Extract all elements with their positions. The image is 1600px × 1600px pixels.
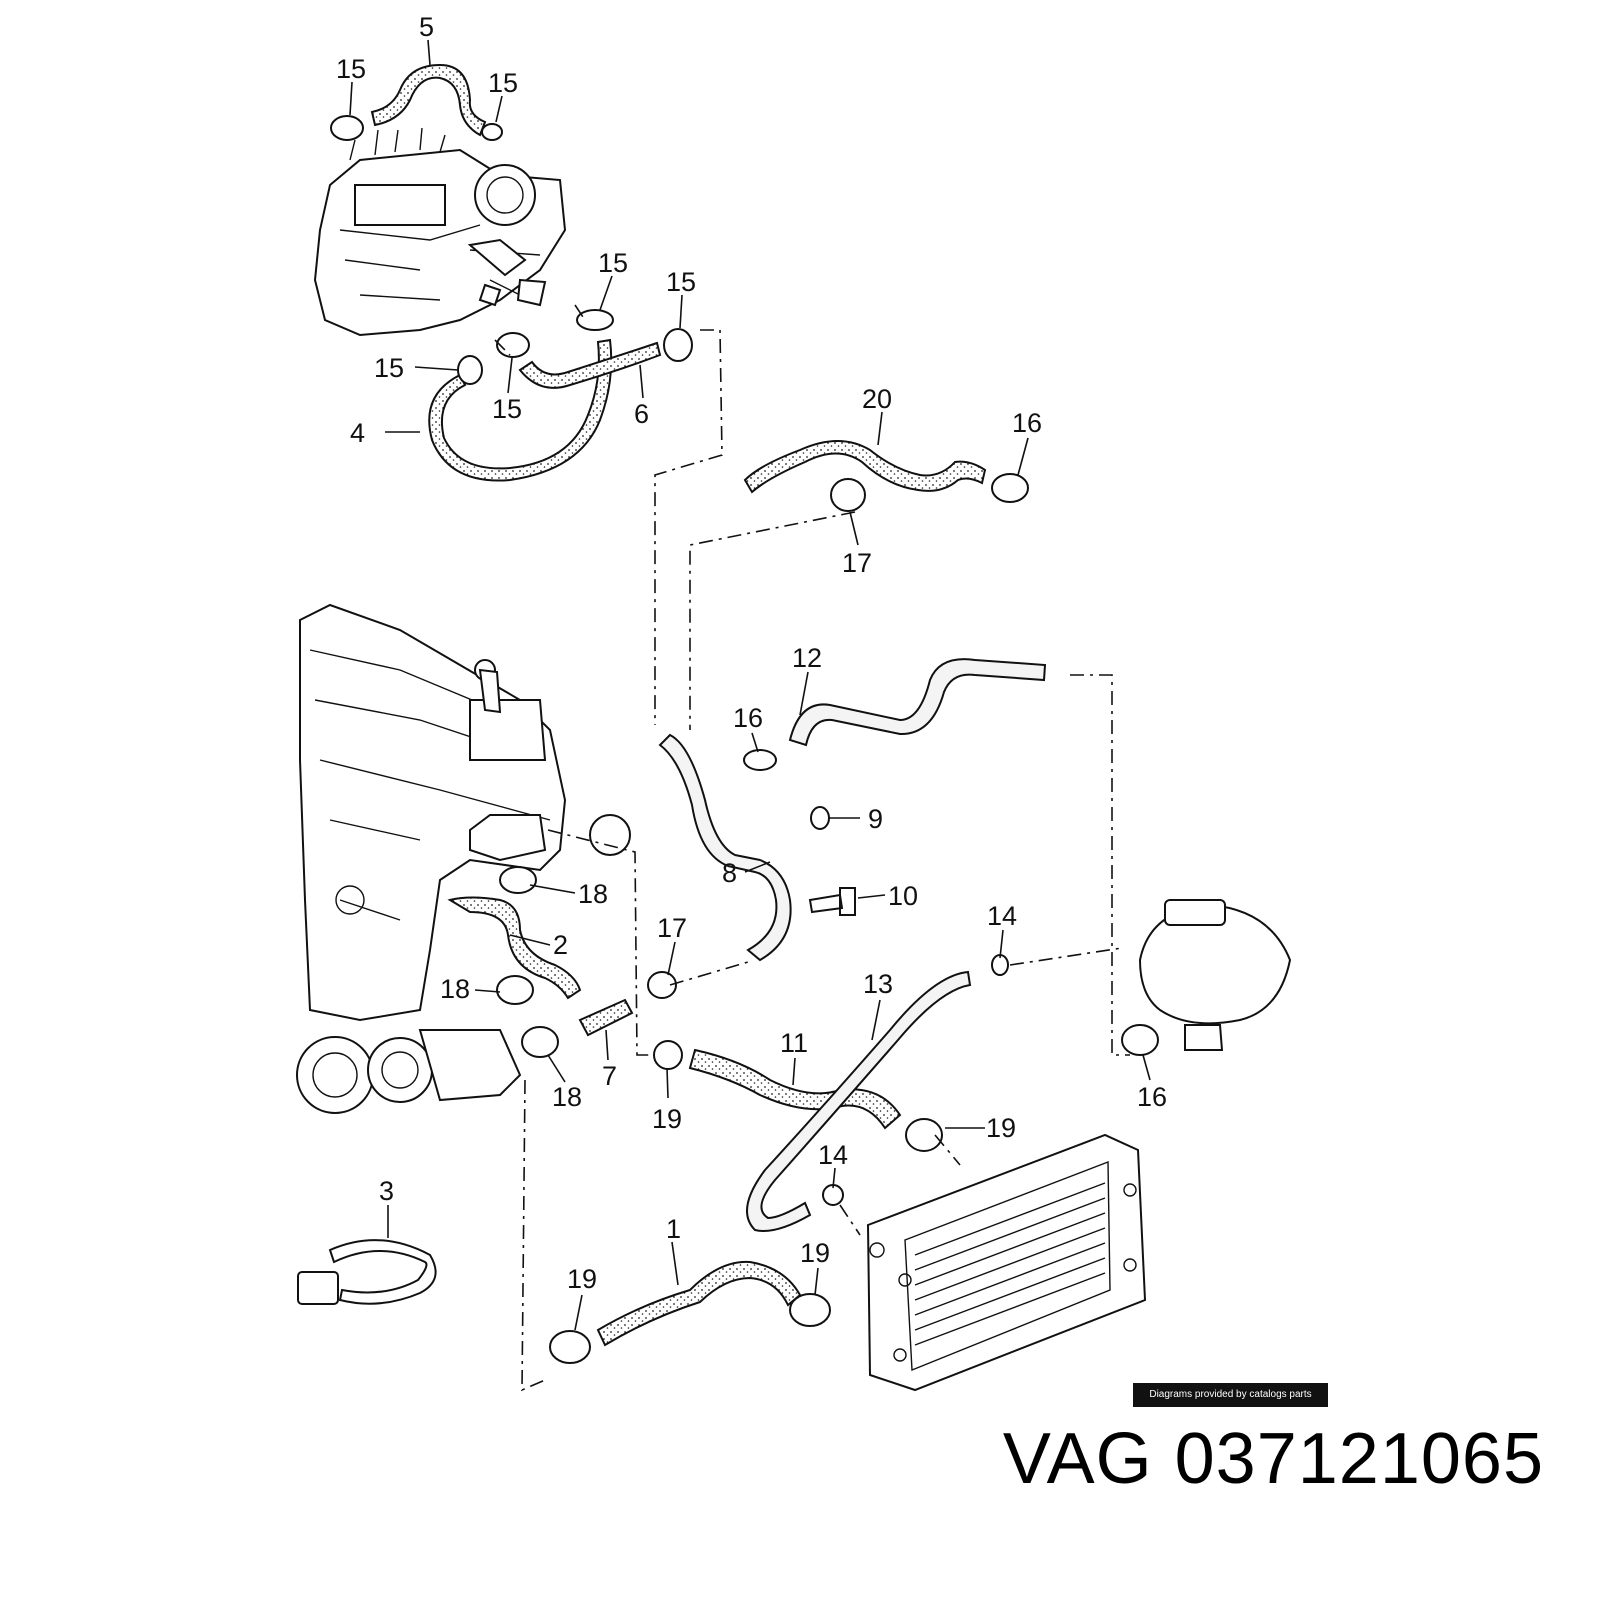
dashed-connectors: [494, 304, 1130, 1392]
callout-labels: 5 15 15 15 15 15 15 4 6 20 16 17 12 16 9…: [336, 12, 1167, 1294]
callout-18: 18: [440, 974, 470, 1004]
callout-19: 19: [652, 1104, 682, 1134]
engine-block: [296, 603, 567, 1114]
callout-4: 4: [350, 418, 365, 448]
callout-2: 2: [553, 930, 568, 960]
diagram-credit-label: Diagrams provided by catalogs parts: [1133, 1383, 1328, 1407]
bolt-10: [808, 887, 856, 916]
hose-11: [688, 1048, 902, 1130]
callout-11: 11: [780, 1028, 808, 1058]
callout-12: 12: [792, 643, 822, 673]
clamp-3: [297, 1239, 437, 1305]
coolant-flange-fitting: [469, 814, 547, 862]
hose-2: [447, 896, 582, 1000]
callout-15: 15: [492, 394, 522, 424]
hose-4: [428, 338, 613, 482]
callout-16: 16: [1137, 1082, 1167, 1112]
leader-lines: [349, 39, 1151, 1331]
callout-15: 15: [598, 248, 628, 278]
callout-7: 7: [602, 1061, 617, 1091]
callout-18: 18: [552, 1082, 582, 1112]
clamp-15-group: [330, 115, 693, 385]
callout-9: 9: [868, 804, 883, 834]
callout-16: 16: [733, 703, 763, 733]
callout-20: 20: [862, 384, 892, 414]
callout-15: 15: [336, 54, 366, 84]
callout-17: 17: [657, 913, 687, 943]
callout-13: 13: [863, 969, 893, 999]
callout-15: 15: [666, 267, 696, 297]
hose-1: [596, 1260, 802, 1347]
part-title: VAG 037121065: [1003, 1418, 1544, 1500]
hose-12: [788, 658, 1047, 747]
brand-name: VAG: [1002, 1419, 1153, 1499]
thermostat-housing: [589, 814, 631, 856]
part-number: 037121065: [1174, 1419, 1544, 1499]
callout-15: 15: [374, 353, 404, 383]
expansion-tank: [1138, 899, 1292, 1051]
callout-8: 8: [722, 858, 737, 888]
callout-15: 15: [488, 68, 518, 98]
callout-3: 3: [379, 1176, 394, 1206]
carburetor-assembly: [313, 127, 567, 337]
clamp-16-top: [991, 473, 1029, 503]
hose-6: [518, 341, 662, 389]
callout-19: 19: [986, 1113, 1016, 1143]
callout-10: 10: [888, 881, 918, 911]
hose-8: [658, 733, 792, 962]
hose-7: [578, 998, 634, 1037]
callout-19: 19: [800, 1238, 830, 1268]
callout-14: 14: [818, 1140, 848, 1170]
callout-6: 6: [634, 399, 649, 429]
screw-9: [810, 806, 830, 830]
callout-19: 19: [567, 1264, 597, 1294]
clamp-17-top: [830, 478, 866, 512]
callout-16: 16: [1012, 408, 1042, 438]
hose-20: [743, 440, 987, 494]
callout-1: 1: [666, 1214, 681, 1244]
callout-14: 14: [987, 901, 1017, 931]
callout-18: 18: [578, 879, 608, 909]
callout-5: 5: [419, 12, 434, 42]
hose-5: [370, 63, 487, 137]
hose-13: [746, 970, 972, 1232]
radiator: [866, 1133, 1147, 1392]
callout-17: 17: [842, 548, 872, 578]
